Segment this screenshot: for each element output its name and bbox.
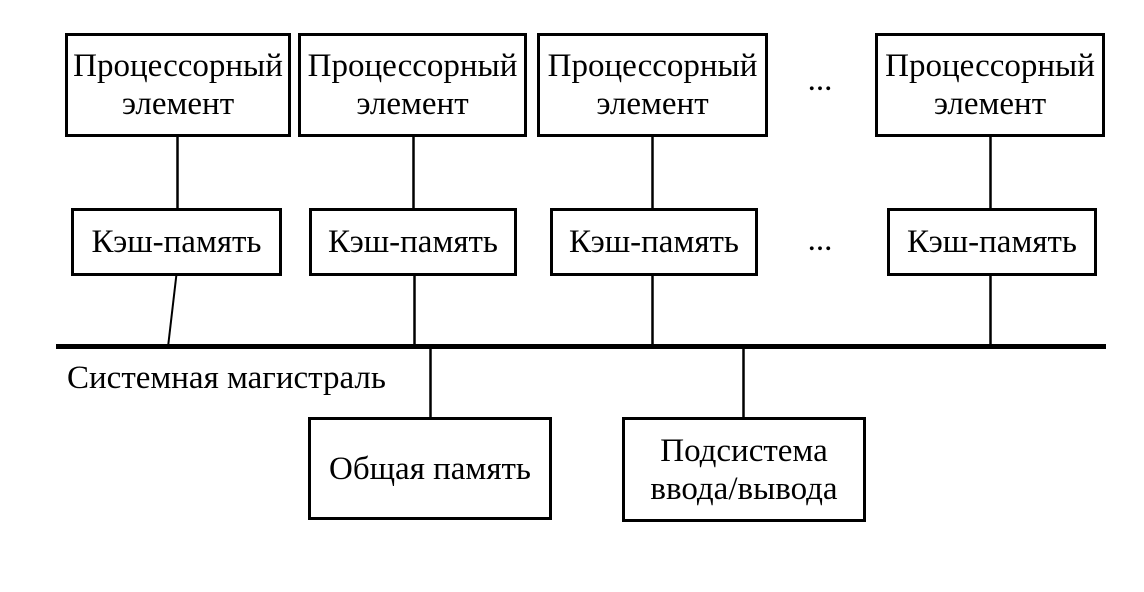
cache-memory-box-4: Кэш-память: [887, 208, 1097, 276]
io-subsystem-label: Подсистема ввода/вывода: [650, 432, 838, 507]
cache-memory-box-1: Кэш-память: [71, 208, 282, 276]
processor-element-box-4: Процессорный элемент: [875, 33, 1105, 137]
processor-element-label-2: Процессорный элемент: [307, 48, 518, 122]
processor-element-label-4: Процессорный элемент: [885, 48, 1095, 122]
cache-memory-box-3: Кэш-память: [550, 208, 758, 276]
processor-element-box-2: Процессорный элемент: [298, 33, 527, 137]
cache-memory-box-2: Кэш-память: [309, 208, 517, 276]
cache-memory-label-2: Кэш-память: [328, 224, 498, 260]
shared-memory-label: Общая память: [329, 450, 531, 487]
ellipsis-caches-row: ...: [807, 222, 833, 258]
processor-element-box-3: Процессорный элемент: [537, 33, 768, 137]
cache-memory-label-3: Кэш-память: [569, 224, 739, 260]
processor-element-box-1: Процессорный элемент: [65, 33, 291, 137]
cache-memory-label-4: Кэш-память: [907, 224, 1077, 260]
io-subsystem-box: Подсистема ввода/вывода: [622, 417, 866, 522]
cache-memory-label-1: Кэш-память: [91, 224, 262, 260]
processor-element-label-1: Процессорный элемент: [73, 48, 283, 122]
ellipsis-processors-row: ...: [807, 62, 833, 98]
connector-cache1-bus: [167, 273, 178, 348]
system-bus-label: Системная магистраль: [67, 360, 386, 396]
processor-element-label-3: Процессорный элемент: [547, 48, 758, 122]
shared-memory-box: Общая память: [308, 417, 552, 520]
